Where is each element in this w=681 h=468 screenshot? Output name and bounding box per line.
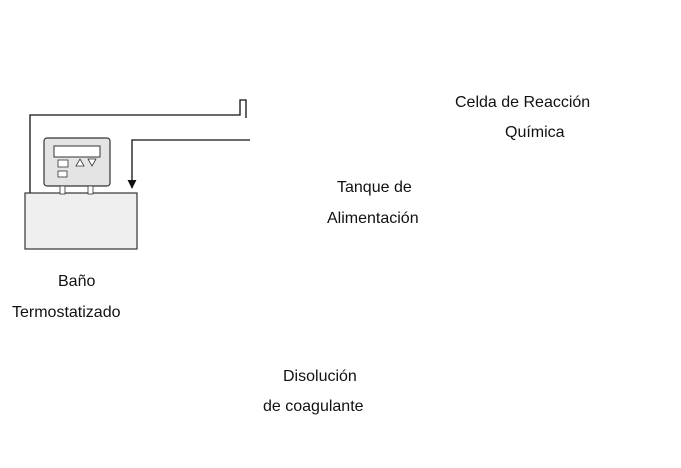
cell-label-line1: Celda de Reacción: [455, 94, 591, 111]
bath-label-line1: Baño: [58, 273, 96, 290]
coagulant-label-line2: de coagulante: [263, 398, 364, 415]
bath-label-line2: Termostatizado: [12, 304, 121, 321]
feed-tank-label-line1: Tanque de: [337, 179, 412, 196]
coagulant-label-line1: Disolución: [283, 368, 357, 385]
cell-label-line2: Química: [505, 124, 565, 141]
thermal-circuit: [29, 99, 250, 195]
thermostatic-bath-icon: [24, 137, 138, 250]
feed-tank-label-line2: Alimentación: [327, 210, 419, 227]
